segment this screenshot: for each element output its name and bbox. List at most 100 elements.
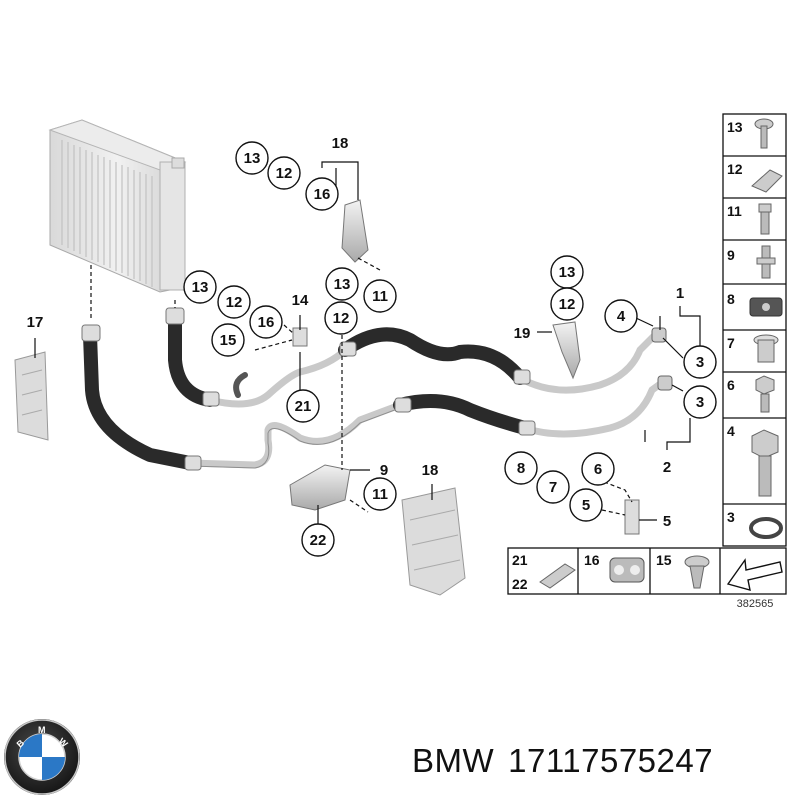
- legend-row-6: 6: [727, 375, 775, 413]
- seal-ring-icon: [749, 517, 783, 539]
- callout-12: 12: [267, 156, 301, 190]
- callout-label: 11: [372, 288, 388, 305]
- legend-number: 13: [727, 119, 743, 135]
- oil-cooler-lines: [81, 307, 673, 471]
- bracket-19: [341, 199, 369, 263]
- callout-label: 12: [276, 165, 293, 182]
- legend-number: 9: [727, 247, 735, 263]
- legend-number: 8: [727, 291, 735, 307]
- bracket-20: [552, 321, 581, 380]
- callout-15: 15: [211, 323, 245, 357]
- plain-labels: 18 14 17 19 1 2 9 18 5: [27, 135, 685, 530]
- direction-arrow-icon: [726, 558, 783, 591]
- callout-8: 7: [536, 470, 570, 504]
- label-2: 2: [663, 459, 671, 476]
- label-17: 17: [27, 314, 44, 331]
- svg-text:B: B: [15, 737, 27, 749]
- legend-number: 3: [727, 509, 735, 525]
- callout-label: 4: [617, 308, 626, 325]
- callout-label: 3: [696, 394, 704, 411]
- callout-7: 5: [569, 488, 603, 522]
- bracket-5: [624, 499, 640, 535]
- callout-13: 13: [235, 141, 269, 175]
- callout-label: 5: [582, 497, 590, 514]
- callout-16: 16: [249, 305, 283, 339]
- legend-row-7: 7: [727, 334, 779, 363]
- callout-label: 13: [559, 264, 576, 281]
- callout-label: 6: [594, 461, 602, 478]
- legend-cell-arrow: [726, 558, 783, 591]
- callout-12: 12: [217, 285, 251, 319]
- legend-row-11: 11: [727, 203, 772, 235]
- callout-label: 16: [258, 314, 275, 331]
- callout-3: 3: [683, 345, 717, 379]
- part-number: 17117575247: [508, 742, 714, 779]
- callout-11: 11: [363, 477, 397, 511]
- legend-number: 7: [727, 335, 735, 351]
- label-14: 14: [292, 292, 309, 309]
- legend-row-12: 12: [727, 161, 783, 193]
- legend-cell-21-22: 21 22: [512, 552, 576, 592]
- callout-13: 13: [550, 255, 584, 289]
- callout-13: 13: [325, 267, 359, 301]
- callout-12: 12: [324, 301, 358, 335]
- legend-number: 12: [727, 161, 743, 177]
- callout-label: 13: [244, 150, 261, 167]
- clip-icon: [751, 169, 783, 193]
- heat-shield-18: [401, 487, 466, 596]
- legend-number: 16: [584, 552, 600, 568]
- leader-lines: [34, 161, 701, 528]
- legend-cell-15: 15: [656, 552, 710, 589]
- legend-number: 11: [727, 203, 742, 219]
- label-20: 19: [514, 325, 531, 342]
- label-10: 9: [380, 462, 388, 479]
- callout-label: 11: [372, 486, 388, 503]
- legend-row-3: 3: [727, 509, 783, 539]
- callout-label: 22: [310, 532, 327, 549]
- legend-row-4: 4: [727, 423, 779, 497]
- legend-number: 21: [512, 552, 528, 568]
- callout-label: 13: [192, 279, 209, 296]
- callout-11: 11: [363, 279, 397, 313]
- bracket-clip-icon: [539, 563, 576, 589]
- callout-9: 8: [504, 451, 538, 485]
- callout-12: 12: [550, 287, 584, 321]
- callout-label: 3: [696, 354, 704, 371]
- legend-row-9: 9: [727, 245, 776, 279]
- flange-bolt-icon: [755, 375, 775, 413]
- callout-label: 21: [295, 398, 312, 415]
- callout-label: 13: [334, 276, 351, 293]
- legend-number: 6: [727, 377, 735, 393]
- legend-number: 22: [512, 576, 528, 592]
- label-19: 18: [332, 135, 349, 152]
- legend-number: 4: [727, 423, 735, 439]
- bolt-icon: [758, 203, 772, 235]
- parts-legend: [507, 113, 787, 595]
- callout-label: 12: [559, 296, 576, 313]
- label-18: 18: [422, 462, 439, 479]
- clamp-icon: [749, 297, 783, 317]
- legend-number: 15: [656, 552, 672, 568]
- callout-label: 7: [549, 479, 557, 496]
- callout-label: 15: [220, 332, 237, 349]
- callout-label: 12: [226, 294, 243, 311]
- callouts: 13 12 16 13 11 13 12 16 15 12 21 11 22 1…: [183, 141, 717, 557]
- heat-shield-17: [14, 351, 49, 441]
- hex-bolt-icon: [751, 429, 779, 497]
- stud-bolt-icon: [756, 245, 776, 279]
- callout-label: 12: [333, 310, 350, 327]
- callout-label: 16: [314, 186, 331, 203]
- svg-text:M: M: [38, 725, 46, 735]
- clip-14: [292, 327, 308, 347]
- legend-row-8: 8: [727, 291, 783, 317]
- screw-icon: [754, 118, 774, 149]
- legend-cell-16: 16: [584, 552, 645, 583]
- figure-number: 382565: [737, 598, 774, 610]
- callout-16: 16: [305, 177, 339, 211]
- bracket-10: [289, 464, 351, 511]
- callout-3: 3: [683, 385, 717, 419]
- callout-13: 13: [183, 270, 217, 304]
- callout-4: 4: [604, 299, 638, 333]
